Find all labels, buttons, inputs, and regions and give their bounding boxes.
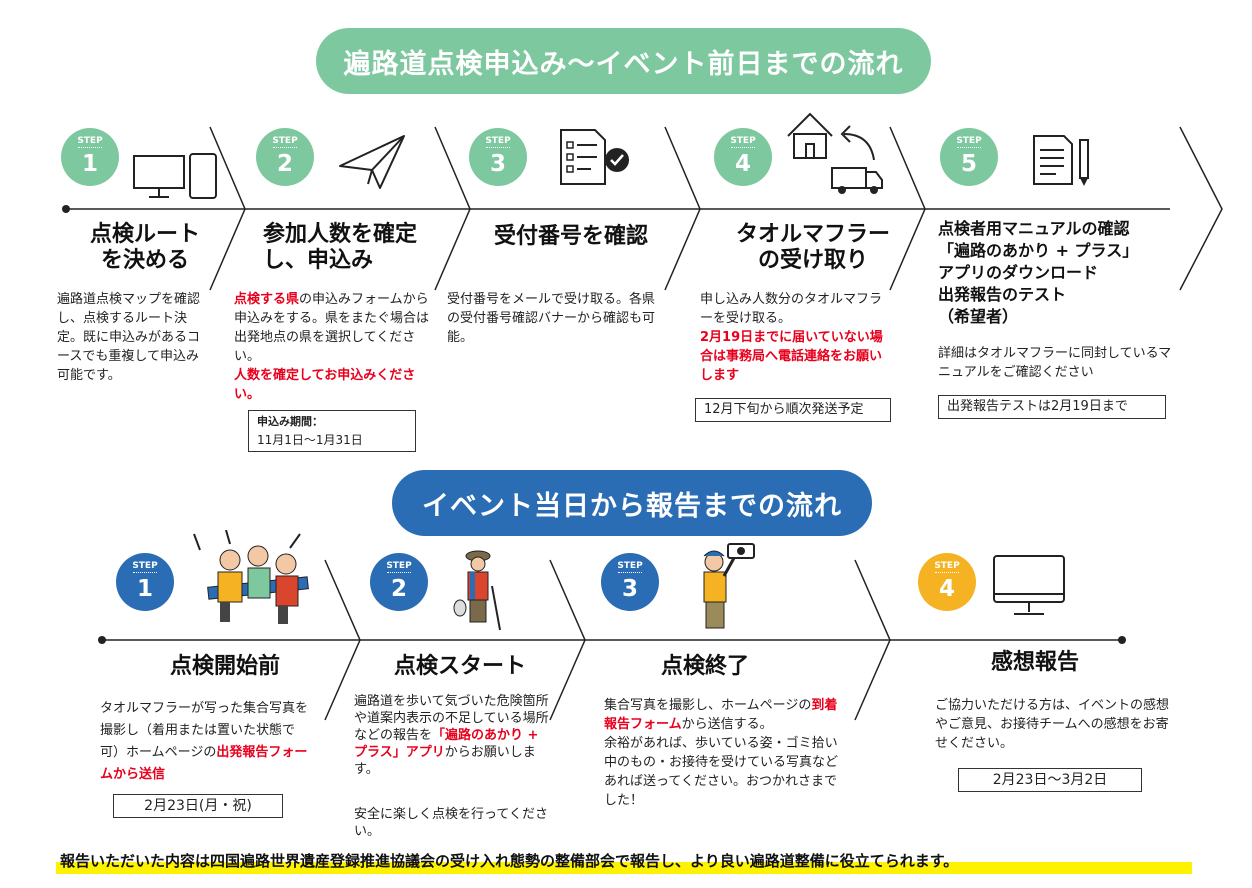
s2-step1-title: 点検開始前 [169, 654, 280, 679]
s1-step4-body: 申し込み人数分のタオルマフラーを受け取る。 2月19日までに届いていない場合は事… [700, 292, 883, 383]
computer-icon [133, 153, 217, 199]
s1-step5-badge: STEP 5 [940, 128, 998, 186]
pilgrim-illustration [453, 550, 501, 631]
monitor-icon [993, 555, 1065, 615]
s2-step4-note: 2月23日〜3月2日 [958, 768, 1142, 792]
s1-step1-body: 遍路道点検マップを確認し、点検するルート決定。既に申込みがあるコースでも重複して… [57, 292, 201, 383]
s1-step4-note: 12月下旬から順次発送予定 [695, 398, 891, 422]
section1-banner-text: 遍路道点検申込み〜イベント前日までの流れ [343, 48, 904, 80]
s2-step2-body: 遍路道を歩いて気づいた危険箇所や道案内表示の不足している場所などの報告を「遍路の… [354, 694, 549, 777]
s2-step4-badge: STEP 4 [918, 553, 976, 611]
footer-note: 報告いただいた内容は四国遍路世界遺産登録推進協議会の受け入れ態勢の整備部会で報告… [60, 852, 959, 870]
s1-step4-badge: STEP 4 [714, 128, 772, 186]
s2-step4-body: ご協力いただける方は、イベントの感想やご意見、お接待チームへの感想をお寄せくださ… [935, 698, 1170, 751]
section2-banner: イベント当日から報告までの流れ [392, 470, 872, 536]
s2-step3-title: 点検終了 [660, 654, 749, 679]
s1-step4-title: タオルマフラー の受け取り [735, 222, 890, 273]
checklist-icon [560, 129, 629, 185]
s1-step2-title: 参加人数を確定 し、申込み [263, 222, 418, 273]
section1-banner: 遍路道点検申込み〜イベント前日までの流れ [316, 28, 931, 94]
s2-step1-badge: STEP 1 [116, 553, 174, 611]
s2-step2-body2: 安全に楽しく点検を行ってください。 [354, 807, 548, 839]
s2-step1-body: タオルマフラーが写った集合写真を撮影し（着用または置いた状態で可）ホームページの… [100, 701, 309, 782]
s1-step5-note: 出発報告テストは2月19日まで [938, 395, 1166, 419]
s2-step4-title: 感想報告 [990, 650, 1079, 675]
s1-step3-title: 受付番号を確認 [494, 224, 649, 249]
s1-step2-badge: STEP 2 [256, 128, 314, 186]
camera-person-illustration [703, 543, 755, 629]
document-pen-icon [1033, 135, 1089, 186]
s1-step1-badge: STEP 1 [61, 128, 119, 186]
s1-step5-body: 詳細はタオルマフラーに同封しているマニュアルをご確認ください [938, 346, 1172, 380]
s2-step3-badge: STEP 3 [601, 553, 659, 611]
section2-banner-text: イベント当日から報告までの流れ [422, 490, 842, 522]
s2-step2-badge: STEP 2 [370, 553, 428, 611]
s1-step3-body: 受付番号をメールで受け取る。各県の受付番号確認バナーから確認も可能。 [447, 292, 656, 345]
s2-step2-title: 点検スタート [393, 654, 526, 679]
s1-step1-title: 点検ルート を決める [89, 222, 200, 273]
s1-step5-title: 点検者用マニュアルの確認 「遍路のあかり + プラス」 アプリのダウンロード 出… [938, 219, 1139, 326]
delivery-truck-icon [787, 112, 883, 194]
s2-step1-note: 2月23日(月・祝) [113, 794, 283, 818]
s1-step2-body: 点検する県の申込みフォームから申込みをする。県をまたぐ場合は出発地点の県を選択し… [234, 292, 430, 402]
s2-step3-body: 集合写真を撮影し、ホームページの到着報告フォームから送信する。 余裕があれば、歩… [604, 698, 839, 808]
s1-step2-period-box: 申込み期間： 11月1日〜1月31日 [248, 410, 416, 452]
group-photo-illustration [193, 530, 309, 624]
s1-step3-badge: STEP 3 [469, 128, 527, 186]
footer-highlight [56, 862, 1192, 874]
paper-plane-icon [339, 135, 405, 189]
